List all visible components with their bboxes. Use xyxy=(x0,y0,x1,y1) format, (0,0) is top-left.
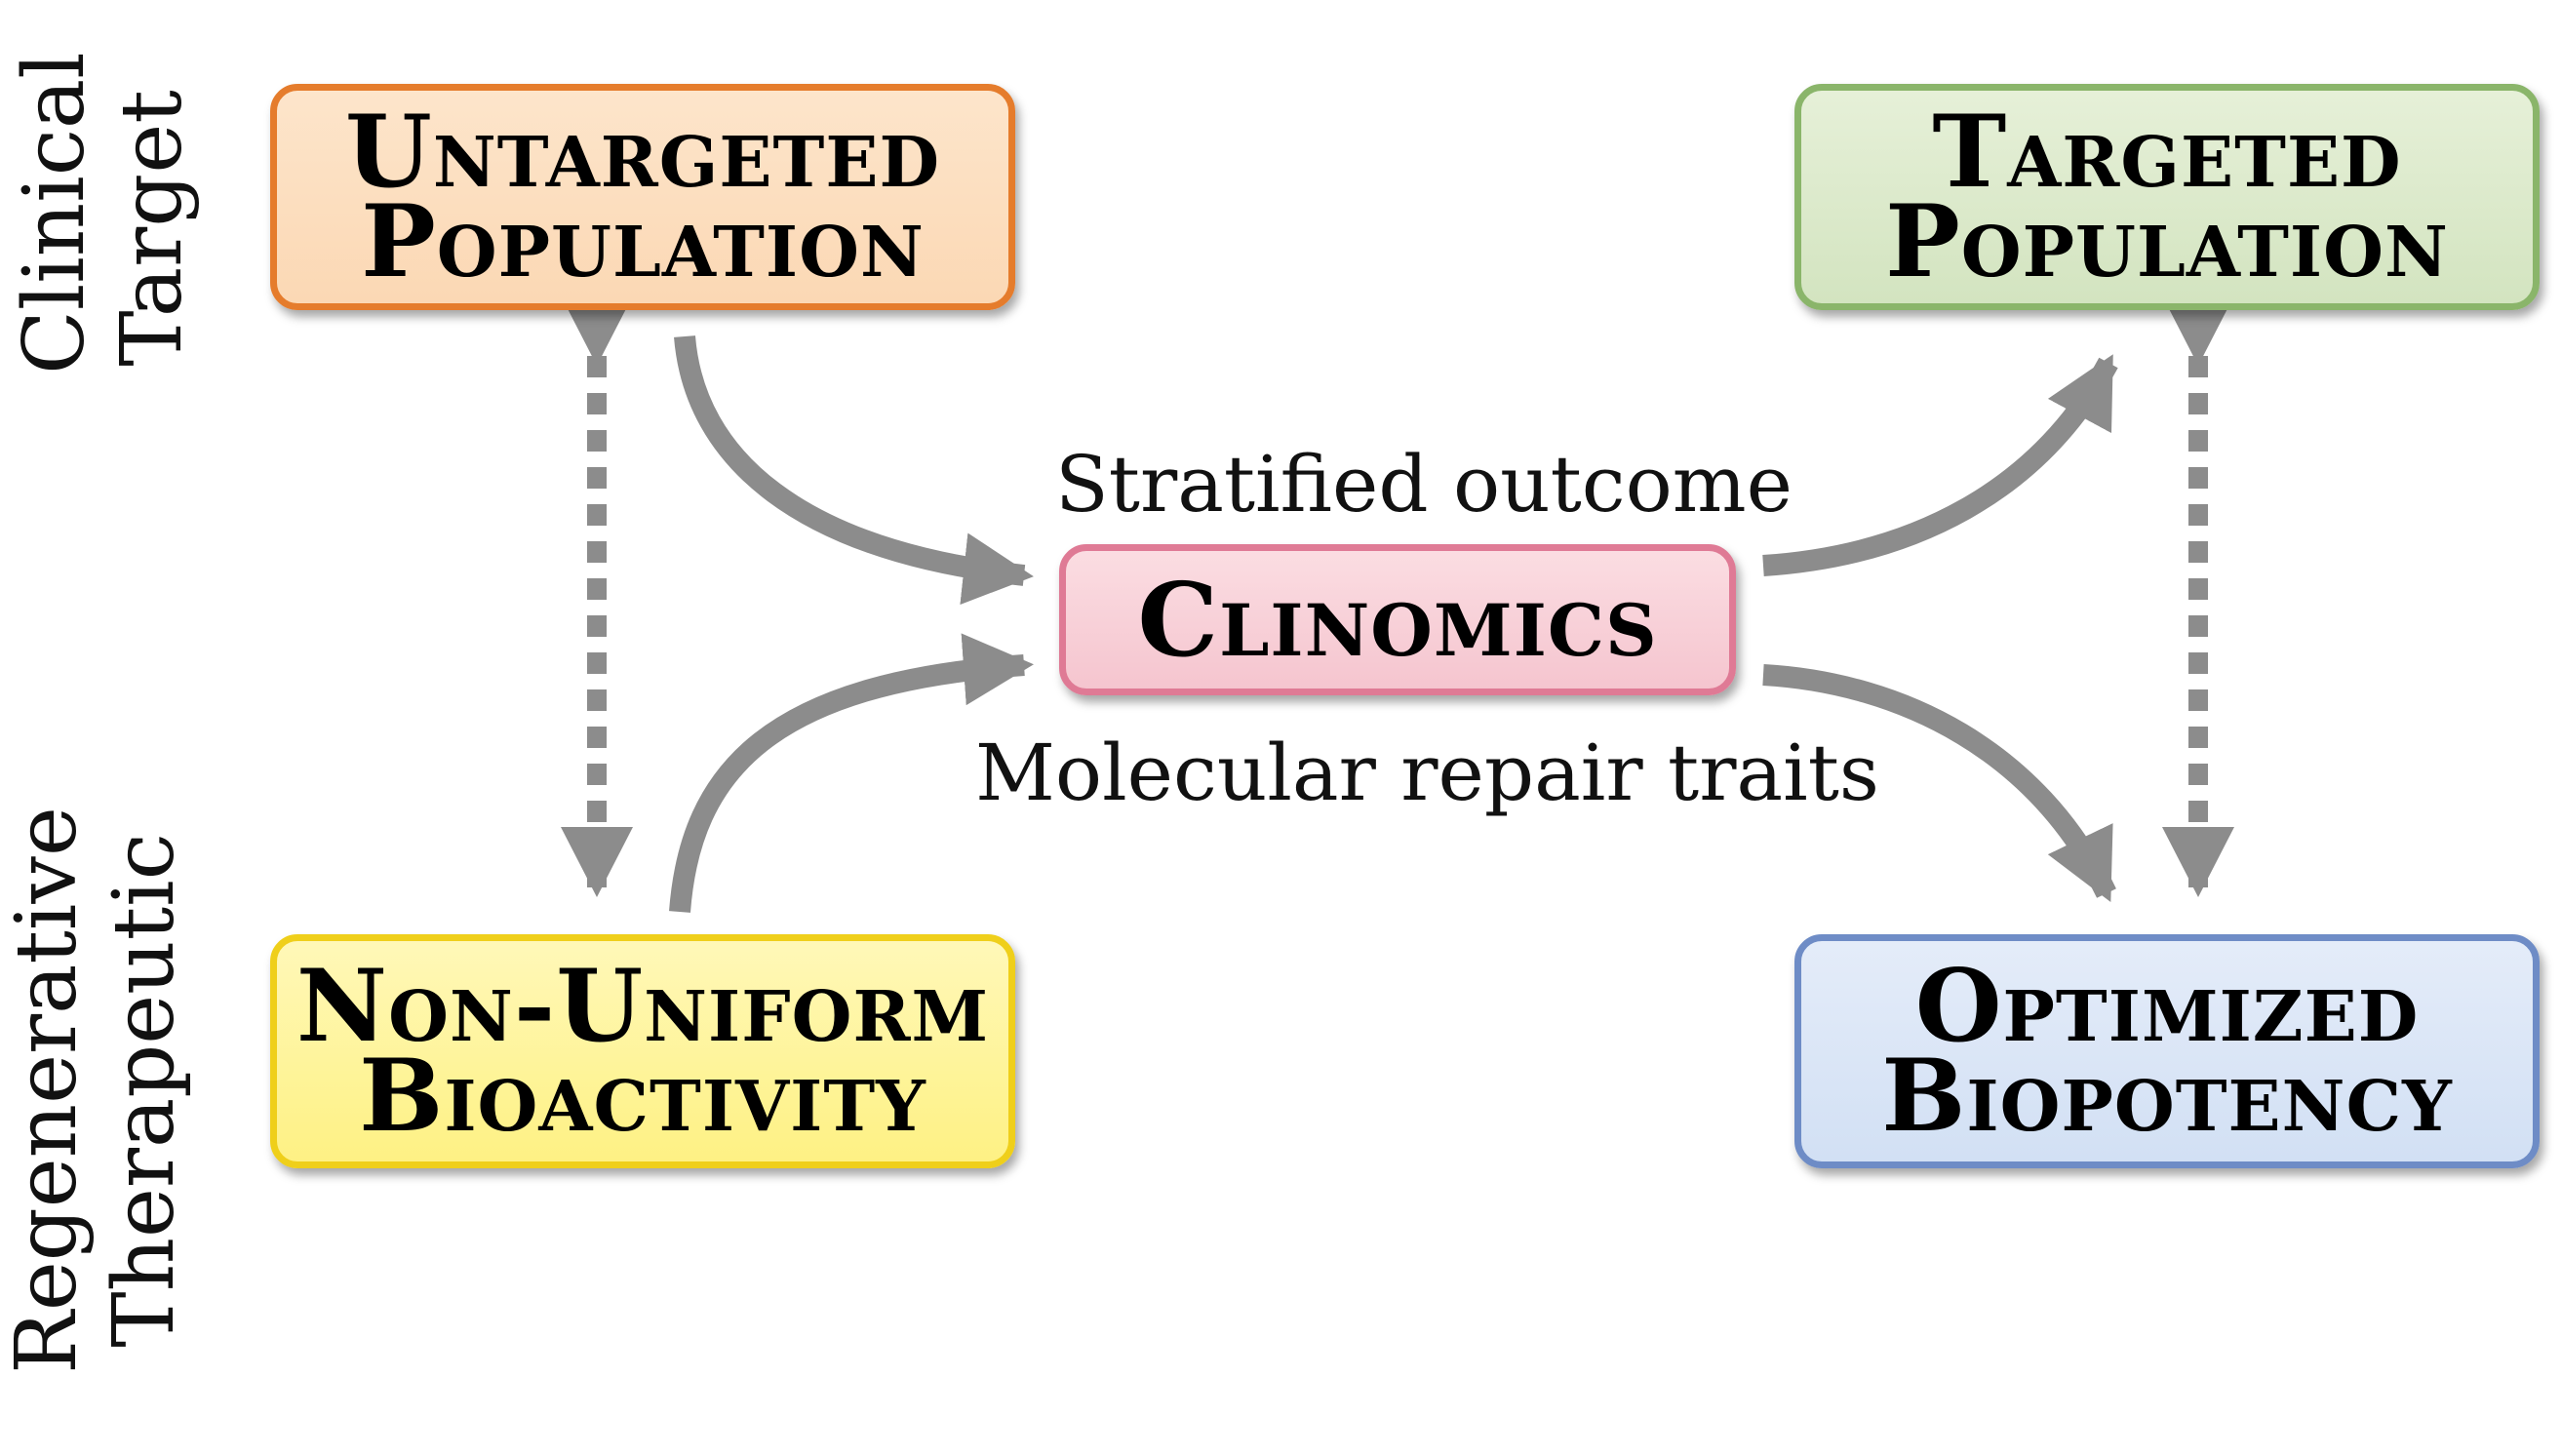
side-label-clinical-target: Clinical Target xyxy=(6,52,201,374)
side-label-line-2: Therapeutic xyxy=(96,833,193,1348)
node-optimized-biopotency: Optimized Biopotency xyxy=(1794,934,2540,1168)
node-label-line-1: Non-Uniform xyxy=(296,948,990,1065)
edge-label-stratified-outcome: Stratified outcome xyxy=(1055,439,1793,530)
arrow-untargeted-to-clinomics xyxy=(674,335,1034,606)
node-label-line-2: Population xyxy=(361,183,925,300)
node-label-line-1: Optimized xyxy=(1914,948,2420,1065)
node-targeted-population: Targeted Population xyxy=(1794,84,2540,310)
side-label-regenerative-therapeutic: Regenerative Therapeutic xyxy=(0,725,193,1456)
node-clinomics: Clinomics xyxy=(1059,544,1736,695)
arrow-clinomics-to-targeted xyxy=(1762,354,2118,576)
node-label-line-1: Targeted xyxy=(1932,94,2402,211)
side-label-line-1: Clinical xyxy=(6,52,103,374)
node-label-line-2: Bioactivity xyxy=(359,1038,926,1155)
side-label-line-1: Regenerative xyxy=(0,807,96,1374)
node-label-line-1: Untargeted xyxy=(344,94,941,211)
edge-label-molecular-repair-traits: Molecular repair traits xyxy=(975,728,1879,818)
node-non-uniform-bioactivity: Non-Uniform Bioactivity xyxy=(270,934,1015,1168)
side-label-line-2: Target xyxy=(103,90,201,367)
node-label: Clinomics xyxy=(1137,559,1658,680)
connectors-layer xyxy=(561,295,2234,913)
node-untargeted-population: Untargeted Population xyxy=(270,84,1015,310)
arrow-nonuniform-to-clinomics xyxy=(669,633,1034,913)
arrow-clinomics-to-optimized xyxy=(1762,664,2116,903)
node-label-line-2: Biopotency xyxy=(1881,1038,2453,1155)
node-label-line-2: Population xyxy=(1885,183,2449,300)
